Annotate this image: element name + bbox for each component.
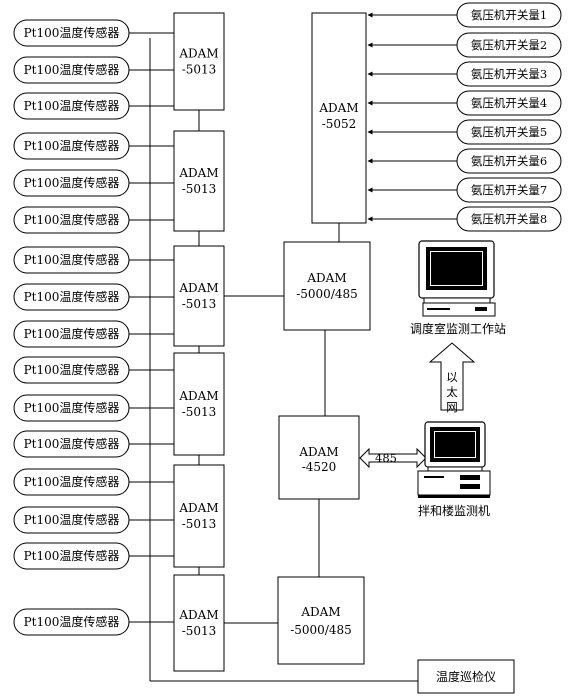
switch-layer: 氨压机开关量1 氨压机开关量2 氨压机开关量3 氨压机开关量4 氨压机开关量5 氨压机开关… — [367, 2, 562, 232]
pt100-sensor: Pt100温度传感器 — [13, 506, 130, 534]
adam-5052-module: ADAM -5052 — [311, 12, 367, 224]
adam-4520-name: ADAM — [298, 445, 338, 459]
pt100-sensor: Pt100温度传感器 — [13, 132, 130, 160]
serial-485-arrow: 485 — [359, 447, 427, 469]
pt100-sensor: Pt100温度传感器 — [13, 246, 130, 274]
temperature-inspector-label: 温度巡检仪 — [436, 669, 496, 684]
adam-5052-model: -5052 — [322, 117, 357, 131]
adam-5013-module: ADAM -5013 — [173, 245, 225, 347]
pt100-sensor-label: Pt100温度传感器 — [24, 436, 120, 451]
pt100-sensor: Pt100温度传感器 — [13, 430, 130, 458]
adam-4520-model: -4520 — [302, 460, 337, 474]
pt100-sensor: Pt100温度传感器 — [13, 169, 130, 197]
pt100-sensor: Pt100温度传感器 — [13, 356, 130, 384]
pt100-sensor-label: Pt100温度传感器 — [24, 512, 120, 527]
adam-5013-model: -5013 — [182, 405, 217, 419]
control-room-label: 调度室监测工作站 — [410, 321, 506, 336]
ethernet-label: 以太网 — [446, 370, 458, 414]
pt100-sensor-label: Pt100温度传感器 — [24, 326, 120, 341]
sensor-layer: Pt100温度传感器 Pt100温度传感器 Pt100温度传感器 Pt100温度传感器… — [13, 19, 174, 636]
adam-5013-name: ADAM — [178, 608, 218, 622]
compressor-switch-label: 氨压机开关量8 — [471, 212, 547, 226]
compressor-switch-label: 氨压机开关量1 — [471, 8, 547, 22]
ethernet-label-char: 以 — [446, 370, 458, 384]
pt100-sensor: Pt100温度传感器 — [13, 19, 130, 47]
ethernet-arrow — [428, 342, 476, 411]
adam-5000-top-model: -5000/485 — [296, 287, 358, 301]
adam-5013-name: ADAM — [178, 501, 218, 515]
pt100-sensor: Pt100温度传感器 — [13, 394, 130, 422]
compressor-switch-label: 氨压机开关量3 — [471, 67, 547, 81]
compressor-switch-input: 氨压机开关量8 — [456, 206, 562, 232]
adam-5013-model: -5013 — [182, 63, 217, 77]
adam-5013-name: ADAM — [178, 166, 218, 180]
pt100-sensor-label: Pt100温度传感器 — [24, 98, 120, 113]
compressor-switch-label: 氨压机开关量7 — [471, 183, 547, 197]
adam-5013-name: ADAM — [178, 47, 218, 61]
pt100-sensor: Pt100温度传感器 — [13, 468, 130, 496]
adam-5000-485-bottom: ADAM -5000/485 — [277, 576, 365, 665]
pt100-sensor-label: Pt100温度传感器 — [24, 138, 120, 153]
mixing-plant-computer-icon — [417, 421, 491, 498]
pt100-sensor-label: Pt100温度传感器 — [24, 212, 120, 227]
adam-5013-name: ADAM — [178, 389, 218, 403]
adam-5013-model: -5013 — [182, 517, 217, 531]
pt100-sensor: Pt100温度传感器 — [13, 92, 130, 120]
adam-5013-name: ADAM — [178, 281, 218, 295]
pt100-sensor-label: Pt100温度传感器 — [24, 548, 120, 563]
adam-5013-module: ADAM -5013 — [173, 130, 225, 232]
pt100-sensor-label: Pt100温度传感器 — [24, 252, 120, 267]
compressor-switch-label: 氨压机开关量6 — [471, 154, 547, 168]
pt100-sensor-label: Pt100温度传感器 — [24, 474, 120, 489]
pt100-sensor-label: Pt100温度传感器 — [24, 400, 120, 415]
adam-5013-model: -5013 — [182, 182, 217, 196]
compressor-switch-label: 氨压机开关量4 — [471, 96, 547, 110]
adam-5013-model: -5013 — [182, 297, 217, 311]
pt100-sensor-label: Pt100温度传感器 — [24, 175, 120, 190]
adam-5000-bottom-model: -5000/485 — [290, 623, 352, 637]
adam-5013-module: ADAM -5013 — [173, 352, 225, 456]
pt100-sensor-label: Pt100温度传感器 — [24, 289, 120, 304]
compressor-switch-label: 氨压机开关量2 — [471, 38, 547, 52]
adam-4520-module: ADAM -4520 — [278, 415, 360, 500]
temperature-inspector-box: 温度巡检仪 — [417, 659, 515, 694]
adam-5000-top-name: ADAM — [306, 271, 346, 285]
pt100-sensor-label: Pt100温度传感器 — [24, 25, 120, 40]
pt100-sensor: Pt100温度传感器 — [13, 206, 130, 234]
pt100-sensor: Pt100温度传感器 — [13, 56, 130, 84]
adam-5013-stack: ADAM-5013ADAM-5013ADAM-5013ADAM-5013ADAM… — [173, 12, 225, 672]
pt100-sensor: Pt100温度传感器 — [13, 320, 130, 348]
mixing-plant-label: 拌和楼监测机 — [418, 503, 490, 518]
compressor-switch-input: 氨压机开关量6 — [456, 148, 562, 174]
control-room-computer-icon — [418, 240, 496, 317]
adam-5013-model: -5013 — [182, 624, 217, 638]
pt100-sensor: Pt100温度传感器 — [13, 542, 130, 570]
adam-5013-module: ADAM -5013 — [173, 464, 225, 568]
compressor-switch-input: 氨压机开关量2 — [456, 32, 562, 58]
pt100-sensor-label: Pt100温度传感器 — [24, 614, 120, 629]
adam-5000-485-top: ADAM -5000/485 — [283, 241, 371, 331]
compressor-switch-label: 氨压机开关量5 — [471, 125, 547, 139]
ethernet-label-char: 网 — [446, 400, 458, 414]
pt100-sensor: Pt100温度传感器 — [13, 283, 130, 311]
adam-5052-name: ADAM — [318, 101, 358, 115]
compressor-switch-input: 氨压机开关量7 — [456, 177, 562, 203]
serial-485-label: 485 — [375, 451, 397, 465]
pt100-sensor-label: Pt100温度传感器 — [24, 62, 120, 77]
adam-5000-bottom-name: ADAM — [300, 605, 340, 619]
adam-5013-module: ADAM -5013 — [173, 12, 225, 111]
adam-5013-module: ADAM -5013 — [173, 574, 225, 672]
ethernet-label-char: 太 — [446, 385, 458, 399]
compressor-switch-input: 氨压机开关量1 — [456, 2, 562, 28]
pt100-sensor: Pt100温度传感器 — [13, 608, 130, 636]
compressor-switch-input: 氨压机开关量5 — [456, 119, 562, 145]
pt100-sensor-label: Pt100温度传感器 — [24, 362, 120, 377]
compressor-switch-input: 氨压机开关量4 — [456, 90, 562, 116]
compressor-switch-input: 氨压机开关量3 — [456, 61, 562, 87]
